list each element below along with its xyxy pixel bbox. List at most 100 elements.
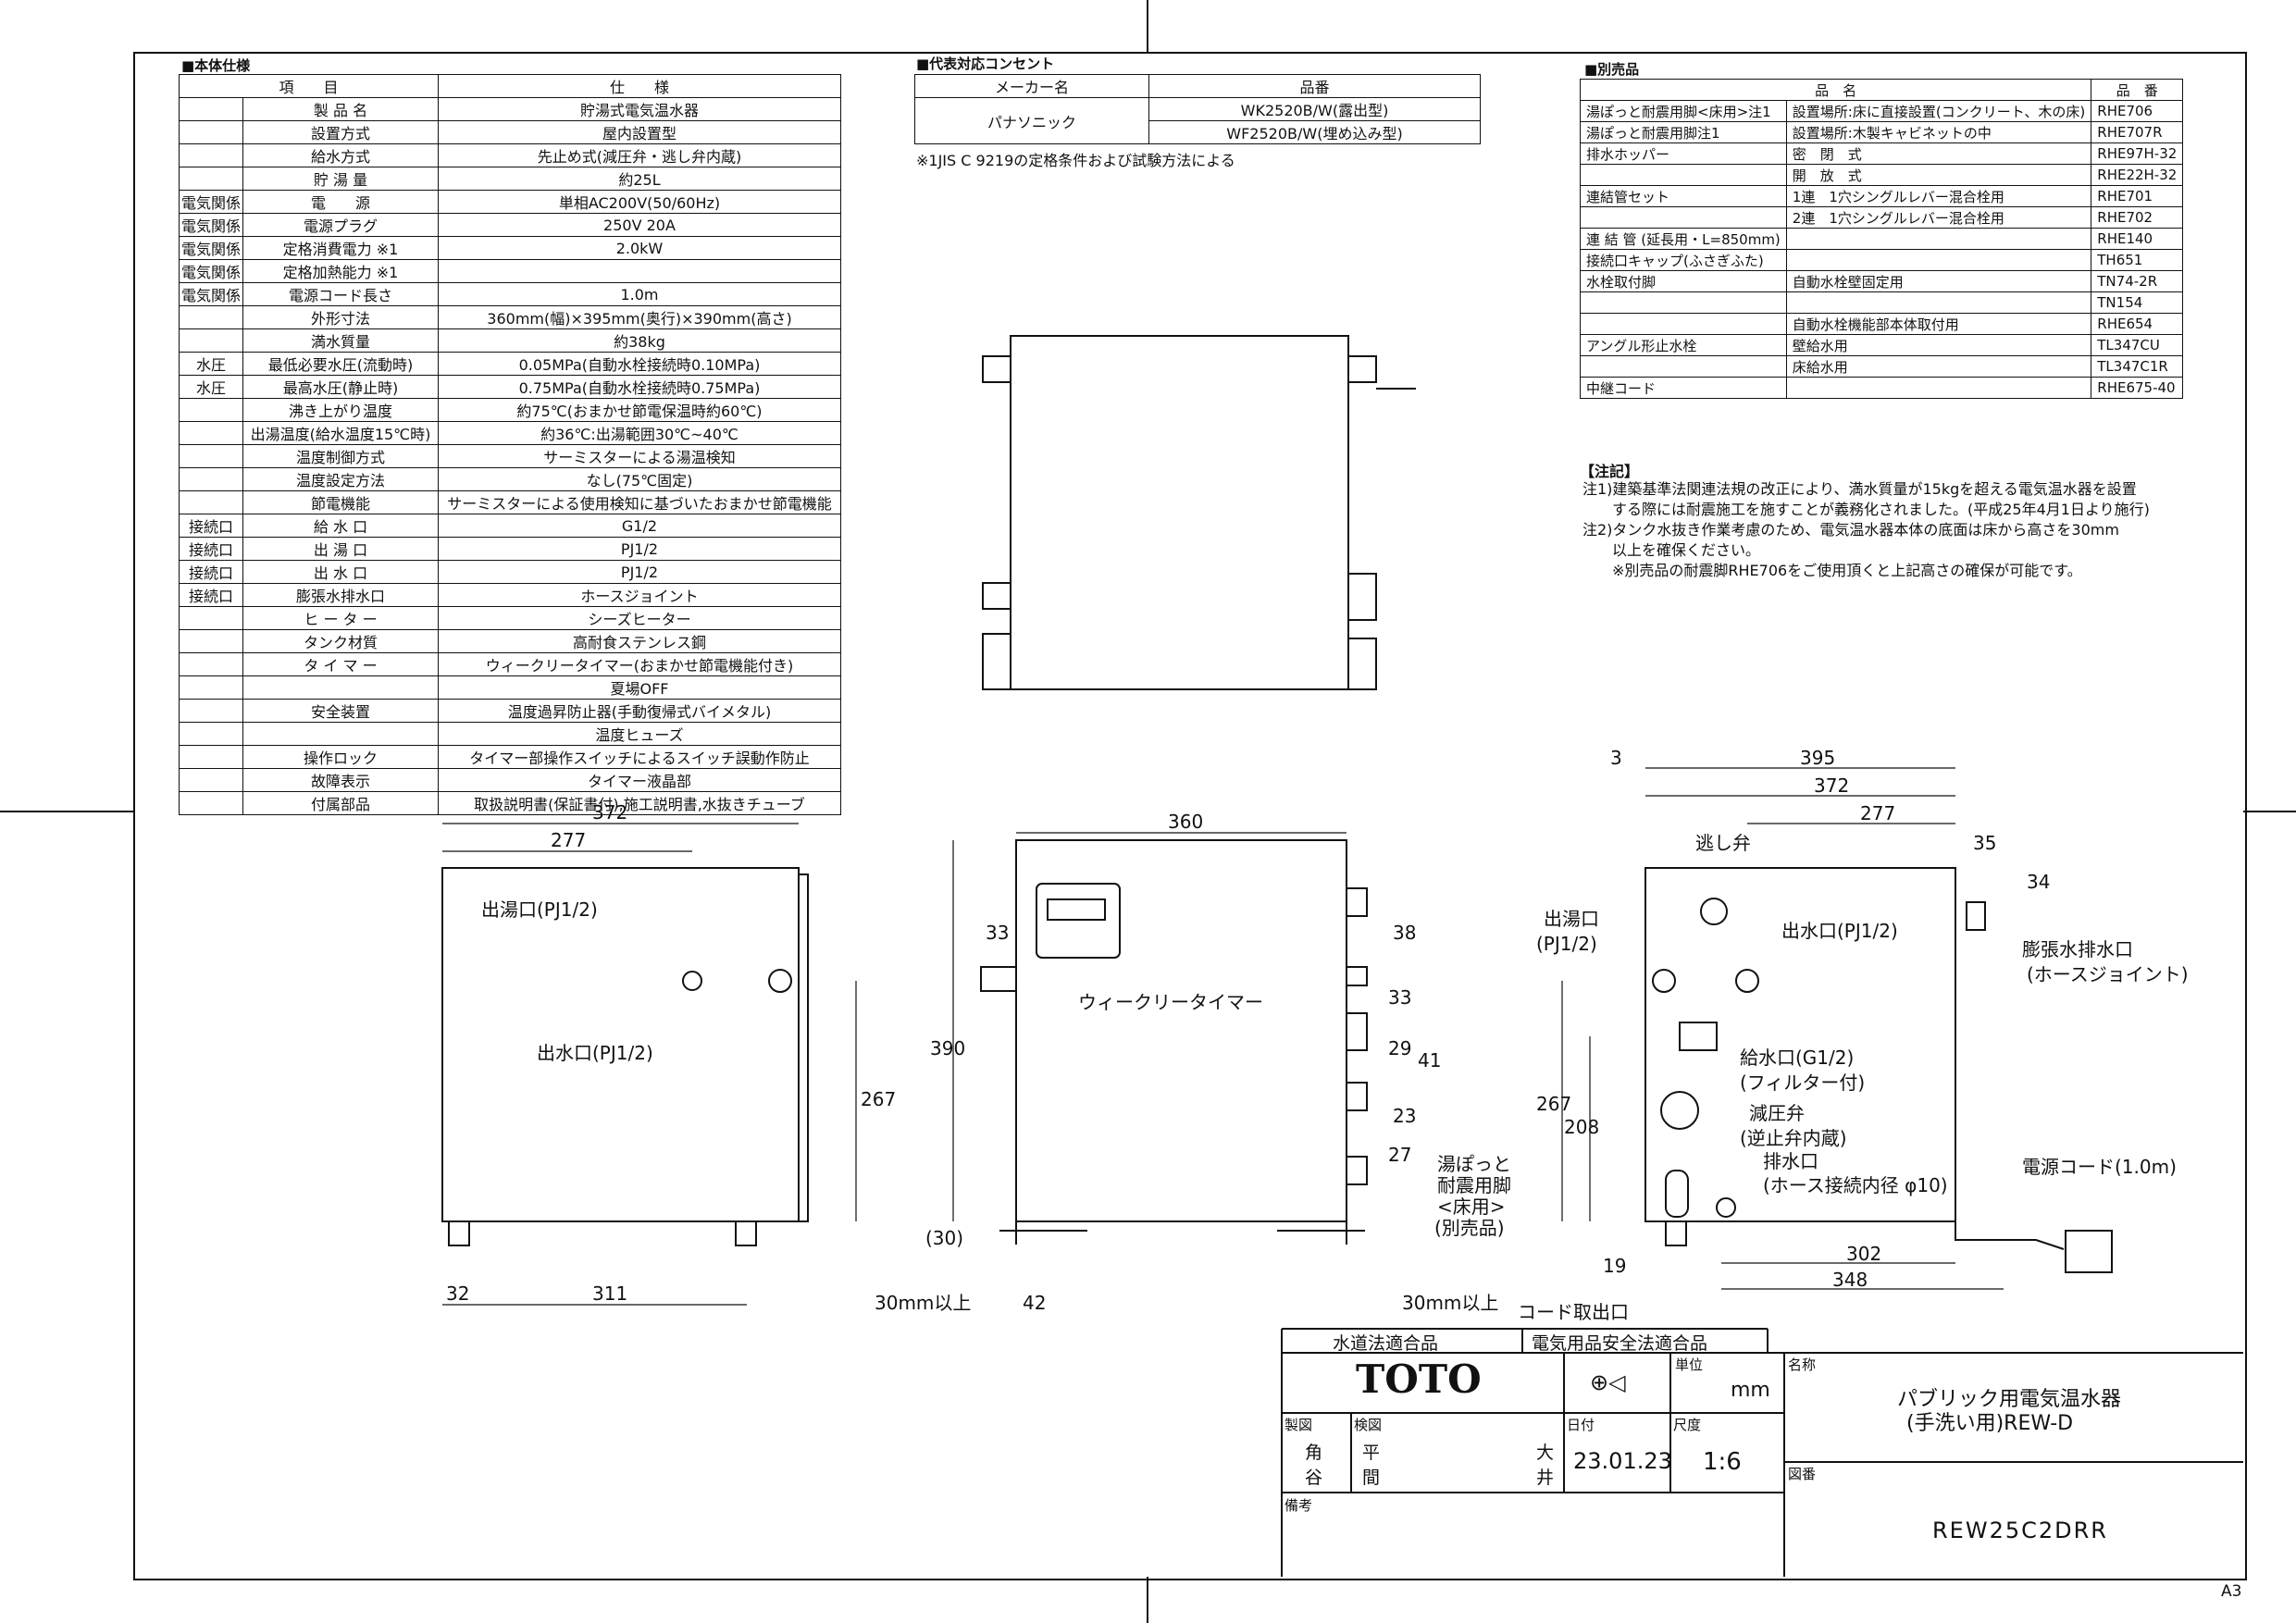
option-detail: 設置場所:床に直接設置(コンクリート、木の床) <box>1785 100 2092 122</box>
dim-label: 348 <box>1832 1269 1868 1291</box>
spec-label: 電源コード長さ <box>242 282 439 306</box>
option-category: 連結管セット <box>1580 185 1787 207</box>
spec-row: 接続口膨張水排水口ホースジョイント <box>178 583 842 607</box>
option-category: 湯ぽっと耐震用脚<床用>注1 <box>1580 100 1787 122</box>
note-line: する際には耐震施工を施すことが義務化されました。(平成25年4月1日より施行) <box>1582 501 2150 518</box>
drawing-no-label: 図番 <box>1788 1466 1817 1482</box>
spec-row: タ イ マ ーウィークリータイマー(おまかせ節電機能付き) <box>178 652 842 676</box>
spec-group: 接続口 <box>178 514 244 538</box>
spec-label: ヒ ー タ ー <box>242 606 439 630</box>
spec-row: 設置方式屋内設置型 <box>178 120 842 144</box>
spec-row: 付属部品取扱説明書(保証書付),施工説明書,水抜きチューブ <box>178 791 842 815</box>
side-view-outlet <box>1735 969 1759 993</box>
spec-group: 接続口 <box>178 583 244 607</box>
timer-panel <box>1036 883 1121 959</box>
dim-label: 372 <box>1814 774 1849 797</box>
note-line: ※別売品の耐震脚RHE706をご使用頂くと上記高さの確保が可能です。 <box>1582 562 2082 579</box>
options-row: 接続口キャップ(ふさぎふた)TH651 <box>1580 249 2184 271</box>
option-category <box>1580 206 1787 229</box>
spec-value: 温度ヒューズ <box>437 722 842 746</box>
callout-label: 出水口(PJ1/2) <box>537 1042 653 1064</box>
dim-label: 33 <box>986 922 1009 944</box>
spec-label: 最低必要水圧(流動時) <box>242 352 439 376</box>
scale-value: 1:6 <box>1703 1448 1742 1476</box>
spec-group <box>178 167 243 191</box>
front-view-fitting <box>1346 966 1368 986</box>
spec-value: ウィークリータイマー(おまかせ節電機能付き) <box>437 652 842 676</box>
spec-row: 給水方式先止め式(減圧弁・逃し弁内蔵) <box>178 143 842 167</box>
date-value: 23.01.23 <box>1573 1448 1672 1474</box>
callout-label: 電源コード(1.0m) <box>2022 1156 2177 1178</box>
spec-value: タイマー液晶部 <box>437 768 842 792</box>
spec-value: 250V 20A <box>437 213 842 237</box>
dim-label: 30mm以上 <box>1402 1292 1498 1314</box>
spec-group: 水圧 <box>178 352 244 376</box>
spec-group <box>178 143 243 167</box>
spec-row: 温度設定方法なし(75℃固定) <box>178 467 842 491</box>
option-part-no: RHE702 <box>2091 206 2184 229</box>
side-view-body <box>1644 867 1956 1222</box>
dim-label: 302 <box>1846 1243 1881 1265</box>
callout-label: 出湯口 <box>1544 908 1599 930</box>
spec-row: 満水質量約38kg <box>178 328 842 353</box>
drawing-no: REW25C2DRR <box>1932 1518 2108 1543</box>
unit-label: 単位 <box>1675 1357 1704 1373</box>
dim-label: 35 <box>1973 832 1996 854</box>
spec-value: 夏場OFF <box>437 675 842 700</box>
dim-label: 19 <box>1603 1255 1626 1277</box>
spec-value <box>437 259 842 283</box>
dim-label: 34 <box>2027 871 2050 893</box>
callout-label: 耐震用脚 <box>1437 1174 1511 1196</box>
relief-valve <box>1700 898 1728 925</box>
spec-label: 給 水 口 <box>242 514 439 538</box>
spec-row: 安全装置温度過昇防止器(手動復帰式バイメタル) <box>178 699 842 723</box>
spec-value: 単相AC200V(50/60Hz) <box>437 190 842 214</box>
spec-group <box>178 398 243 422</box>
spec-row: 故障表示タイマー液晶部 <box>178 768 842 792</box>
back-view-foot <box>448 1220 470 1246</box>
spec-value: 約36℃:出湯範囲30℃~40℃ <box>437 421 842 445</box>
product-name: パブリック用電気温水器 <box>1897 1388 2122 1411</box>
dim-label: 41 <box>1418 1049 1441 1072</box>
front-view-fitting <box>1346 1012 1368 1051</box>
back-view-outlet <box>682 971 702 991</box>
spec-group <box>178 328 243 353</box>
spec-heading: ■本体仕様 <box>181 57 251 74</box>
dim-label: 208 <box>1564 1116 1599 1138</box>
spec-value: サーミスターによる使用検知に基づいたおまかせ節電機能 <box>437 490 842 514</box>
spec-value: 取扱説明書(保証書付),施工説明書,水抜きチューブ <box>437 791 842 815</box>
option-category: 中継コード <box>1580 377 1787 399</box>
back-view-side <box>798 873 809 1222</box>
side-view-foot <box>1665 1220 1687 1246</box>
spec-label: 膨張水排水口 <box>242 583 439 607</box>
notes-heading: 【注記】 <box>1580 463 1640 480</box>
option-category <box>1580 291 1787 314</box>
note-line: 以上を確保ください。 <box>1582 541 1761 559</box>
dim-label: 360 <box>1168 811 1203 833</box>
spec-label: 貯 湯 量 <box>242 167 439 191</box>
back-view-outlet <box>768 969 792 993</box>
outlet-note: ※1JIS C 9219の定格条件および試験方法による <box>916 152 1235 169</box>
check-label: 検図 <box>1354 1417 1383 1433</box>
option-category: 連 結 管 (延長用・L=850mm) <box>1580 228 1787 250</box>
cert-electric: 電気用品安全法適合品 <box>1532 1333 1708 1354</box>
top-view-connector <box>1347 573 1377 621</box>
remarks-label: 備考 <box>1285 1497 1313 1514</box>
dim-label: 33 <box>1388 986 1411 1009</box>
projection-symbol-icon: ⊕◁ <box>1590 1369 1626 1395</box>
dim-label: 3 <box>1610 747 1622 769</box>
option-category <box>1580 313 1787 335</box>
spec-value: なし(75℃固定) <box>437 467 842 491</box>
spec-group <box>178 467 243 491</box>
spec-label: 節電機能 <box>242 490 439 514</box>
product-model: (手洗い用)REW-D <box>1906 1412 2074 1435</box>
callout-label: コード取出口 <box>1518 1301 1629 1323</box>
